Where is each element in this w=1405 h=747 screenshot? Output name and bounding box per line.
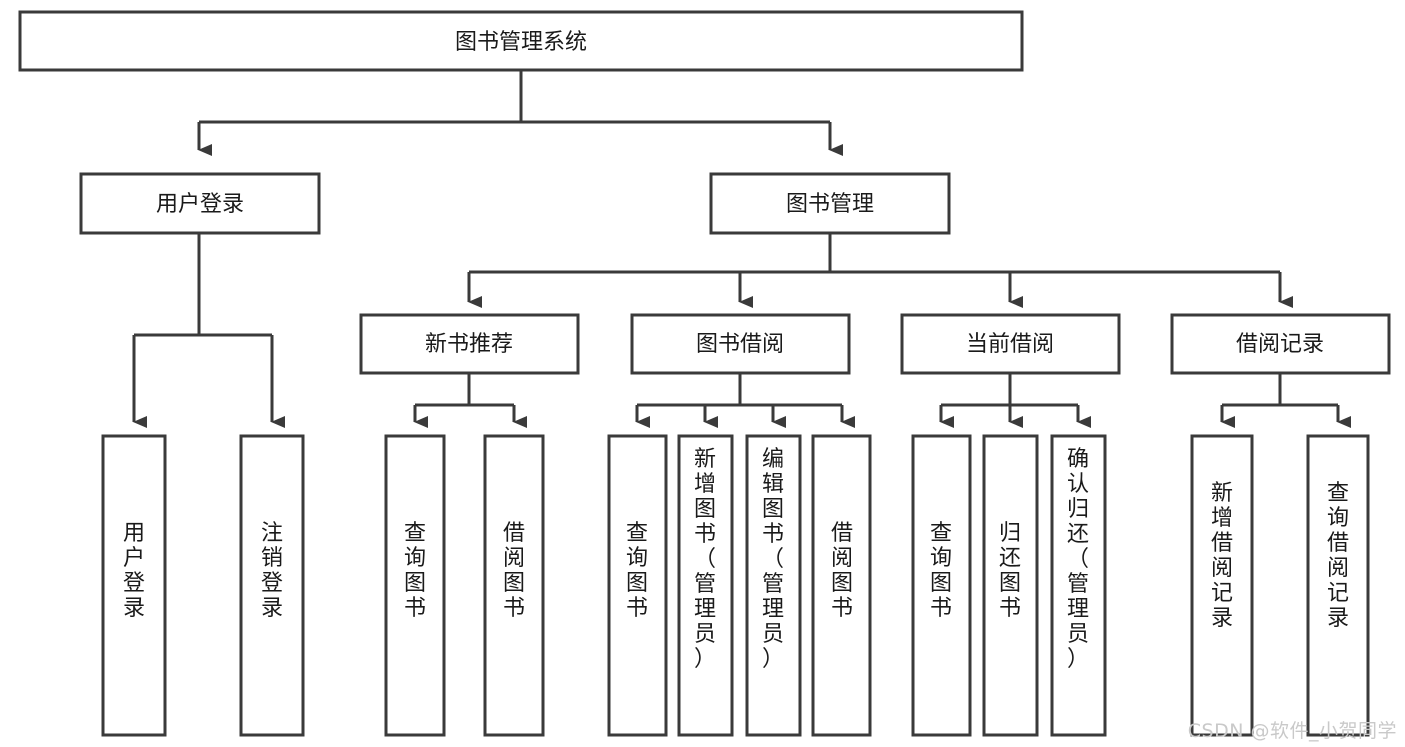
csdn-watermark: CSDN @软件_小贺同学	[1187, 720, 1397, 742]
node-book-borrow-box[interactable]	[630, 313, 851, 375]
node-leaf-borrow-book-1[interactable]: 借阅图书	[483, 434, 545, 737]
connector-currentborrow-to-leaves	[939, 373, 1091, 428]
node-leaf-add-book-box[interactable]	[677, 434, 734, 737]
node-leaf-edit-book-label: 编辑图书（管理员）	[762, 447, 784, 672]
node-borrow-record[interactable]: 借阅记录	[1170, 313, 1391, 375]
node-leaf-edit-book-box[interactable]	[745, 434, 802, 737]
connector-root-to-level2	[197, 70, 843, 156]
node-leaf-add-record-box[interactable]	[1190, 434, 1254, 737]
connector-userlogin-to-leaves	[132, 233, 285, 428]
node-leaf-query-book-2-box[interactable]	[607, 434, 668, 737]
node-current-borrow[interactable]: 当前借阅	[900, 313, 1121, 375]
node-leaf-borrow-book-1-label: 借阅图书	[503, 521, 525, 621]
node-leaf-confirm-return[interactable]: 确认归还（管理员）	[1050, 434, 1107, 737]
node-leaf-add-record[interactable]: 新增借阅记录	[1190, 434, 1254, 737]
node-leaf-user-login-label: 用户登录	[123, 521, 145, 621]
node-leaf-query-book-1[interactable]: 查询图书	[384, 434, 446, 737]
connector-newbookrec-to-leaves	[413, 373, 527, 428]
node-leaf-logout[interactable]: 注销登录	[239, 434, 305, 737]
node-borrow-record-box[interactable]	[1170, 313, 1391, 375]
connector-bookborrow-to-leaves	[635, 373, 855, 428]
node-user-login[interactable]: 用户登录	[79, 172, 321, 235]
node-leaf-query-book-1-box[interactable]	[384, 434, 446, 737]
node-book-manage[interactable]: 图书管理	[709, 172, 951, 235]
node-leaf-return-book-label: 归还图书	[999, 521, 1021, 621]
node-leaf-add-book-label: 新增图书（管理员）	[694, 447, 716, 672]
node-leaf-confirm-return-label: 确认归还（管理员）	[1067, 447, 1089, 672]
node-leaf-query-book-2[interactable]: 查询图书	[607, 434, 668, 737]
node-root-box[interactable]	[18, 10, 1024, 72]
node-current-borrow-label: 当前借阅	[966, 332, 1054, 357]
node-leaf-borrow-book-1-box[interactable]	[483, 434, 545, 737]
node-leaf-confirm-return-box[interactable]	[1050, 434, 1107, 737]
node-leaf-user-login[interactable]: 用户登录	[101, 434, 167, 737]
node-book-manage-label: 图书管理	[786, 192, 874, 217]
node-user-login-box[interactable]	[79, 172, 321, 235]
node-leaf-query-book-2-label: 查询图书	[626, 521, 648, 621]
node-current-borrow-box[interactable]	[900, 313, 1121, 375]
node-book-borrow[interactable]: 图书借阅	[630, 313, 851, 375]
node-leaf-borrow-book-2-label: 借阅图书	[831, 521, 853, 621]
node-new-book-rec[interactable]: 新书推荐	[359, 313, 580, 375]
node-leaf-query-record[interactable]: 查询借阅记录	[1306, 434, 1370, 737]
node-leaf-return-book-box[interactable]	[982, 434, 1039, 737]
node-leaf-logout-label: 注销登录	[261, 521, 283, 621]
node-new-book-rec-box[interactable]	[359, 313, 580, 375]
leaf-nodes-layer: 用户登录 注销登录 查询图书 借阅图书 查询图书 新增图书（管理员）	[101, 434, 1370, 737]
node-new-book-rec-label: 新书推荐	[425, 332, 513, 357]
connector-bookmanage-to-level3	[467, 233, 1293, 308]
node-leaf-query-book-3-box[interactable]	[911, 434, 972, 737]
node-book-manage-box[interactable]	[709, 172, 951, 235]
node-leaf-return-book[interactable]: 归还图书	[982, 434, 1039, 737]
node-leaf-borrow-book-2-box[interactable]	[811, 434, 872, 737]
node-root[interactable]: 图书管理系统	[18, 10, 1024, 72]
node-leaf-logout-box[interactable]	[239, 434, 305, 737]
node-leaf-query-record-label: 查询借阅记录	[1327, 481, 1349, 631]
node-leaf-edit-book[interactable]: 编辑图书（管理员）	[745, 434, 802, 737]
node-leaf-user-login-box[interactable]	[101, 434, 167, 737]
node-book-borrow-label: 图书借阅	[696, 332, 784, 357]
node-leaf-query-book-3[interactable]: 查询图书	[911, 434, 972, 737]
node-user-login-label: 用户登录	[156, 192, 244, 217]
node-leaf-query-record-box[interactable]	[1306, 434, 1370, 737]
node-borrow-record-label: 借阅记录	[1236, 332, 1324, 357]
connector-borrowrecord-to-leaves	[1220, 373, 1351, 428]
node-root-label: 图书管理系统	[455, 30, 587, 55]
node-leaf-query-book-3-label: 查询图书	[930, 521, 952, 621]
node-leaf-query-book-1-label: 查询图书	[404, 521, 426, 621]
node-leaf-add-record-label: 新增借阅记录	[1211, 481, 1233, 631]
connectors-layer	[132, 70, 1351, 428]
node-leaf-add-book[interactable]: 新增图书（管理员）	[677, 434, 734, 737]
node-leaf-borrow-book-2[interactable]: 借阅图书	[811, 434, 872, 737]
